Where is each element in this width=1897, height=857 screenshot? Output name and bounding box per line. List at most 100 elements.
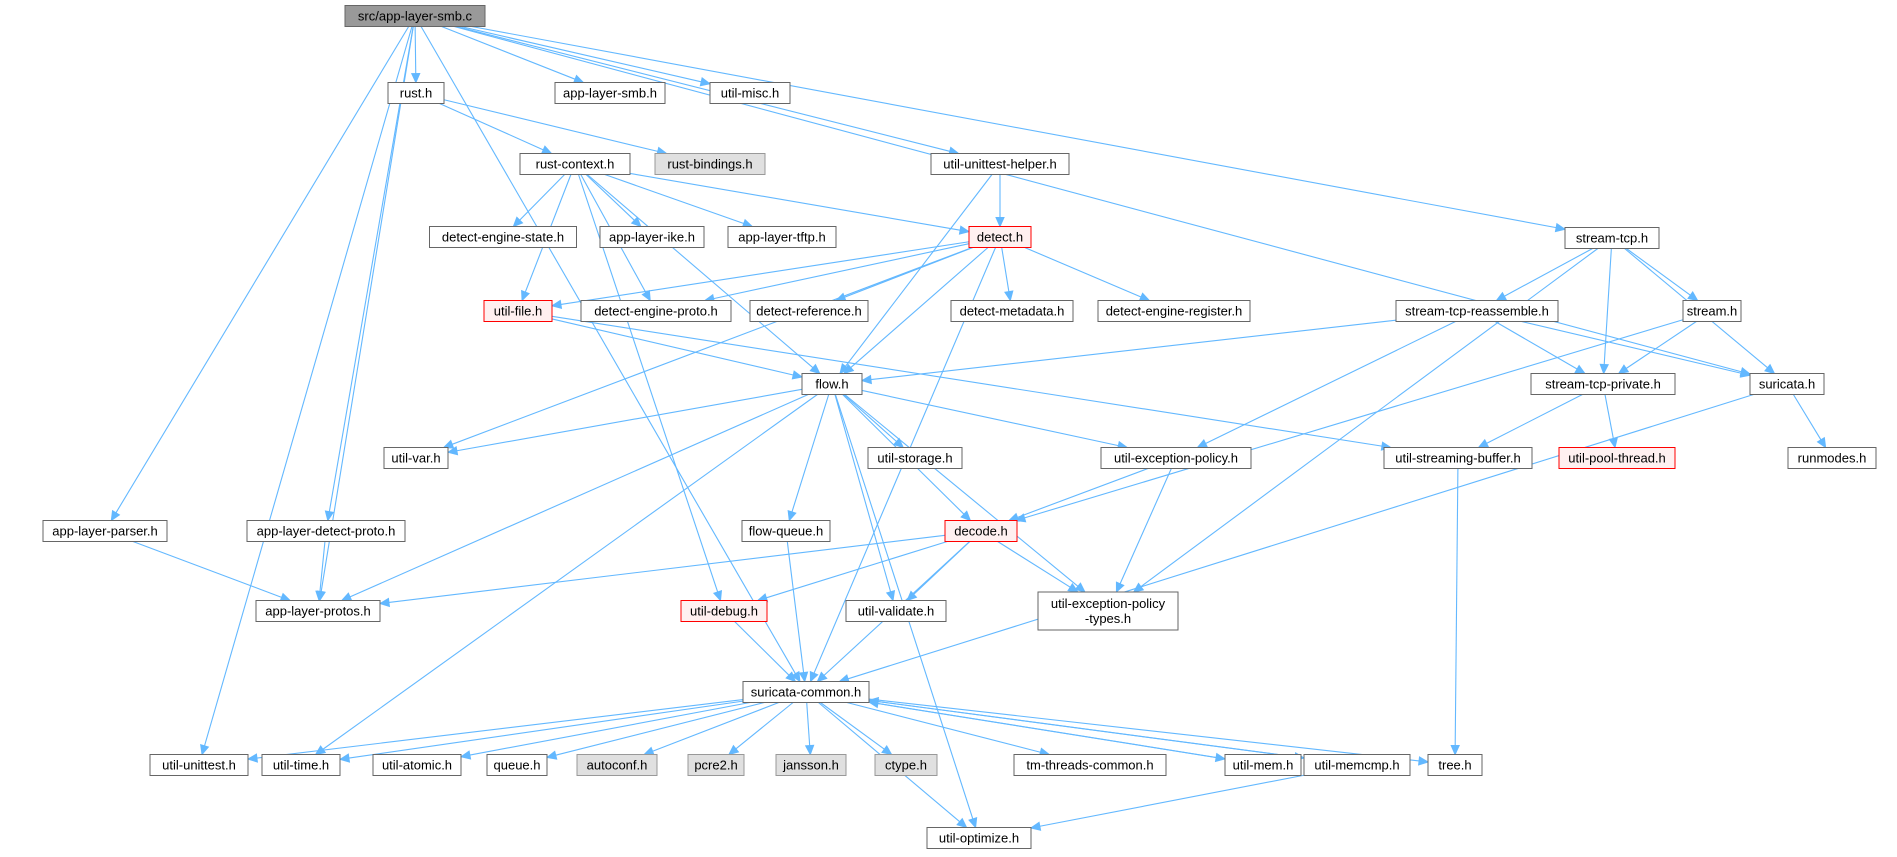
node-rust-h[interactable]: rust.h [387, 82, 445, 104]
node-label: util-mem.h [1233, 758, 1294, 773]
node-detect-h[interactable]: detect.h [968, 226, 1032, 248]
node-pcre2-h[interactable]: pcre2.h [687, 754, 745, 776]
arrowhead-icon [1554, 222, 1567, 233]
node-label: app-layer-parser.h [52, 524, 158, 539]
edge-line [519, 174, 566, 221]
edge-line [469, 701, 751, 756]
node-box [709, 82, 791, 104]
node-util-exception-policy-types-h[interactable]: util-exception-policy-types.h [1037, 591, 1179, 631]
node-app-layer-protos-h[interactable]: app-layer-protos.h [255, 600, 381, 622]
edge-suricata-common-h-to-pcre2-h [727, 702, 794, 756]
node-suricata-common-h[interactable]: suricata-common.h [742, 681, 870, 703]
edge-util-unittest-helper-h-to-flow-h [839, 174, 993, 375]
edge-util-file-h-to-flow-h [551, 318, 804, 380]
node-jansson-h[interactable]: jansson.h [775, 754, 847, 776]
node-util-storage-h[interactable]: util-storage.h [867, 447, 963, 469]
node-tm-threads-common-h[interactable]: tm-threads-common.h [1013, 754, 1167, 776]
node-decode-h[interactable]: decode.h [944, 520, 1018, 542]
edge-rust-context-h-to-app-layer-ike-h [585, 174, 642, 228]
edge-src-app-layer-smb-c-to-rust-h [410, 26, 421, 84]
node-util-var-h[interactable]: util-var.h [383, 447, 449, 469]
node-stream-tcp-h[interactable]: stream-tcp.h [1564, 227, 1660, 249]
arrowhead-icon [630, 216, 642, 228]
edge-src-app-layer-smb-c-to-app-layer-parser-h [110, 26, 410, 522]
node-detect-engine-proto-h[interactable]: detect-engine-proto.h [580, 300, 732, 322]
edge-line [846, 701, 1041, 753]
edge-app-layer-parser-h-to-app-layer-protos-h [132, 540, 292, 602]
edge-util-mem-h-to-suricata-common-h [867, 698, 1226, 760]
node-box [867, 447, 963, 469]
edge-util-exception-policy-h-to-util-exception-policy-types-h [1115, 468, 1172, 594]
node-detect-engine-register-h[interactable]: detect-engine-register.h [1097, 300, 1251, 322]
node-util-debug-h[interactable]: util-debug.h [680, 600, 768, 622]
node-detect-metadata-h[interactable]: detect-metadata.h [950, 300, 1074, 322]
node-src-app-layer-smb-c[interactable]: src/app-layer-smb.c [344, 5, 486, 27]
node-util-memcmp-h[interactable]: util-memcmp.h [1303, 754, 1411, 776]
edge-rust-context-h-to-detect-h [629, 172, 971, 235]
node-label: util-validate.h [858, 604, 935, 619]
arrowhead-icon [1816, 436, 1827, 449]
node-box [680, 600, 768, 622]
node-util-atomic-h[interactable]: util-atomic.h [372, 754, 462, 776]
edges-layer [110, 25, 1827, 831]
edge-line [1604, 394, 1614, 439]
arrowhead-icon [641, 289, 651, 302]
node-util-unittest-helper-h[interactable]: util-unittest-helper.h [930, 153, 1070, 175]
node-flow-h[interactable]: flow.h [801, 373, 863, 395]
node-label: detect-reference.h [756, 304, 862, 319]
node-util-time-h[interactable]: util-time.h [261, 754, 341, 776]
node-detect-reference-h[interactable]: detect-reference.h [749, 300, 869, 322]
node-label: app-layer-smb.h [563, 86, 657, 101]
node-app-layer-parser-h[interactable]: app-layer-parser.h [42, 520, 168, 542]
node-app-layer-smb-h[interactable]: app-layer-smb.h [554, 82, 666, 104]
edge-line [786, 541, 805, 673]
edge-line [1140, 248, 1599, 588]
node-detect-engine-state-h[interactable]: detect-engine-state.h [429, 226, 577, 248]
node-label: detect-metadata.h [960, 304, 1065, 319]
edge-suricata-common-h-to-autoconf-h [643, 701, 780, 756]
node-box [749, 300, 869, 322]
node-util-exception-policy-h[interactable]: util-exception-policy.h [1100, 447, 1252, 469]
node-util-pool-thread-h[interactable]: util-pool-thread.h [1558, 447, 1676, 469]
node-util-streaming-buffer-h[interactable]: util-streaming-buffer.h [1383, 447, 1533, 469]
node-util-unittest-h[interactable]: util-unittest.h [149, 754, 249, 776]
edge-suricata-common-h-to-util-atomic-h [459, 701, 751, 760]
node-label: suricata-common.h [751, 685, 862, 700]
edge-line [877, 700, 1305, 759]
node-app-layer-tftp-h[interactable]: app-layer-tftp.h [727, 226, 837, 248]
node-rust-context-h[interactable]: rust-context.h [519, 153, 631, 175]
node-runmodes-h[interactable]: runmodes.h [1787, 447, 1877, 469]
node-queue-h[interactable]: queue.h [486, 754, 548, 776]
node-box [944, 520, 1018, 542]
node-stream-h[interactable]: stream.h [1682, 300, 1742, 322]
node-label: util-unittest-helper.h [943, 157, 1056, 172]
arrowhead-icon [315, 590, 325, 602]
node-rust-bindings-h[interactable]: rust-bindings.h [654, 153, 766, 175]
edge-line [560, 241, 970, 305]
edge-app-layer-detect-proto-h-to-app-layer-protos-h [315, 541, 326, 602]
arrowhead-icon [200, 744, 210, 756]
node-app-layer-detect-proto-h[interactable]: app-layer-detect-proto.h [246, 520, 406, 542]
node-tree-h[interactable]: tree.h [1427, 754, 1483, 776]
node-stream-tcp-reassemble-h[interactable]: stream-tcp-reassemble.h [1395, 300, 1559, 322]
node-label: detect.h [977, 230, 1023, 245]
node-box [1558, 447, 1676, 469]
node-flow-queue-h[interactable]: flow-queue.h [741, 520, 831, 542]
node-box [486, 754, 548, 776]
arrowhead-icon [1739, 368, 1752, 378]
node-suricata-h[interactable]: suricata.h [1749, 373, 1825, 395]
arrowhead-icon [1450, 744, 1460, 756]
arrowhead-icon [712, 589, 723, 602]
node-autoconf-h[interactable]: autoconf.h [576, 754, 658, 776]
node-util-misc-h[interactable]: util-misc.h [709, 82, 791, 104]
node-ctype-h[interactable]: ctype.h [874, 754, 938, 776]
node-util-validate-h[interactable]: util-validate.h [845, 600, 947, 622]
node-util-mem-h[interactable]: util-mem.h [1224, 754, 1302, 776]
node-util-file-h[interactable]: util-file.h [483, 300, 553, 322]
node-stream-tcp-private-h[interactable]: stream-tcp-private.h [1530, 373, 1676, 395]
node-util-optimize-h[interactable]: util-optimize.h [926, 827, 1032, 849]
node-box [741, 520, 831, 542]
node-app-layer-ike-h[interactable]: app-layer-ike.h [599, 226, 705, 248]
edge-stream-tcp-h-to-stream-tcp-private-h [1599, 248, 1612, 375]
